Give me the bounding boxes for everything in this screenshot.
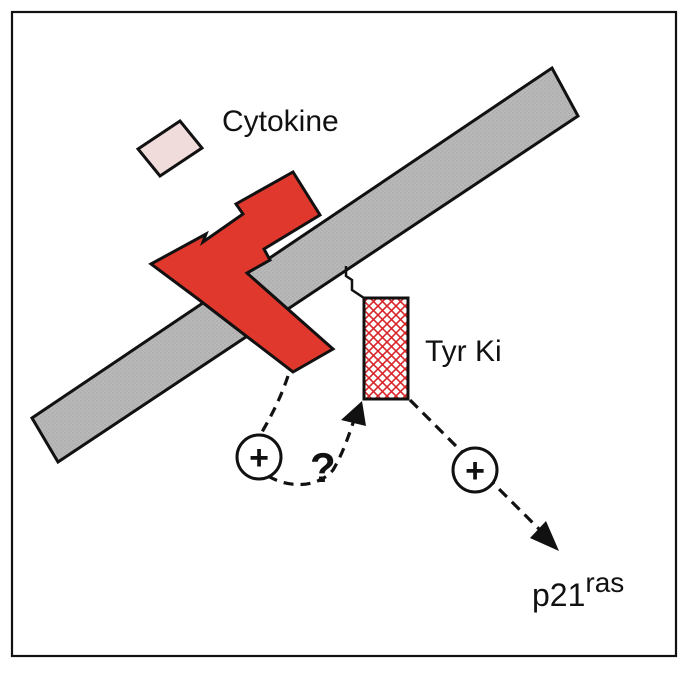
tyrosine-kinase bbox=[362, 296, 410, 401]
receptor-to-plus-path bbox=[260, 375, 290, 433]
arrowhead-icon bbox=[341, 401, 366, 426]
circled-plus-icon: + bbox=[451, 446, 499, 494]
arrowhead-icon bbox=[530, 521, 559, 551]
figure-frame bbox=[10, 10, 678, 658]
tyrosine-kinase-label: Tyr Ki bbox=[425, 335, 502, 368]
ras-label-superscript: ras bbox=[585, 567, 624, 598]
cytokine-receptor bbox=[148, 169, 336, 374]
plus-to-kinase-path bbox=[267, 419, 356, 487]
plus-sign-left: + bbox=[249, 439, 269, 477]
kinase-membrane-link bbox=[344, 266, 365, 300]
cell-membrane bbox=[29, 65, 580, 465]
plus-sign-right: + bbox=[465, 452, 485, 490]
ras-label-base: p21 bbox=[532, 577, 585, 613]
ras-label: p21ras bbox=[532, 567, 624, 613]
circled-plus-icon: + bbox=[235, 433, 283, 481]
cytokine-label: Cytokine bbox=[222, 105, 339, 138]
cytokine-ligand bbox=[135, 118, 205, 179]
question-mark: ? bbox=[310, 444, 336, 491]
